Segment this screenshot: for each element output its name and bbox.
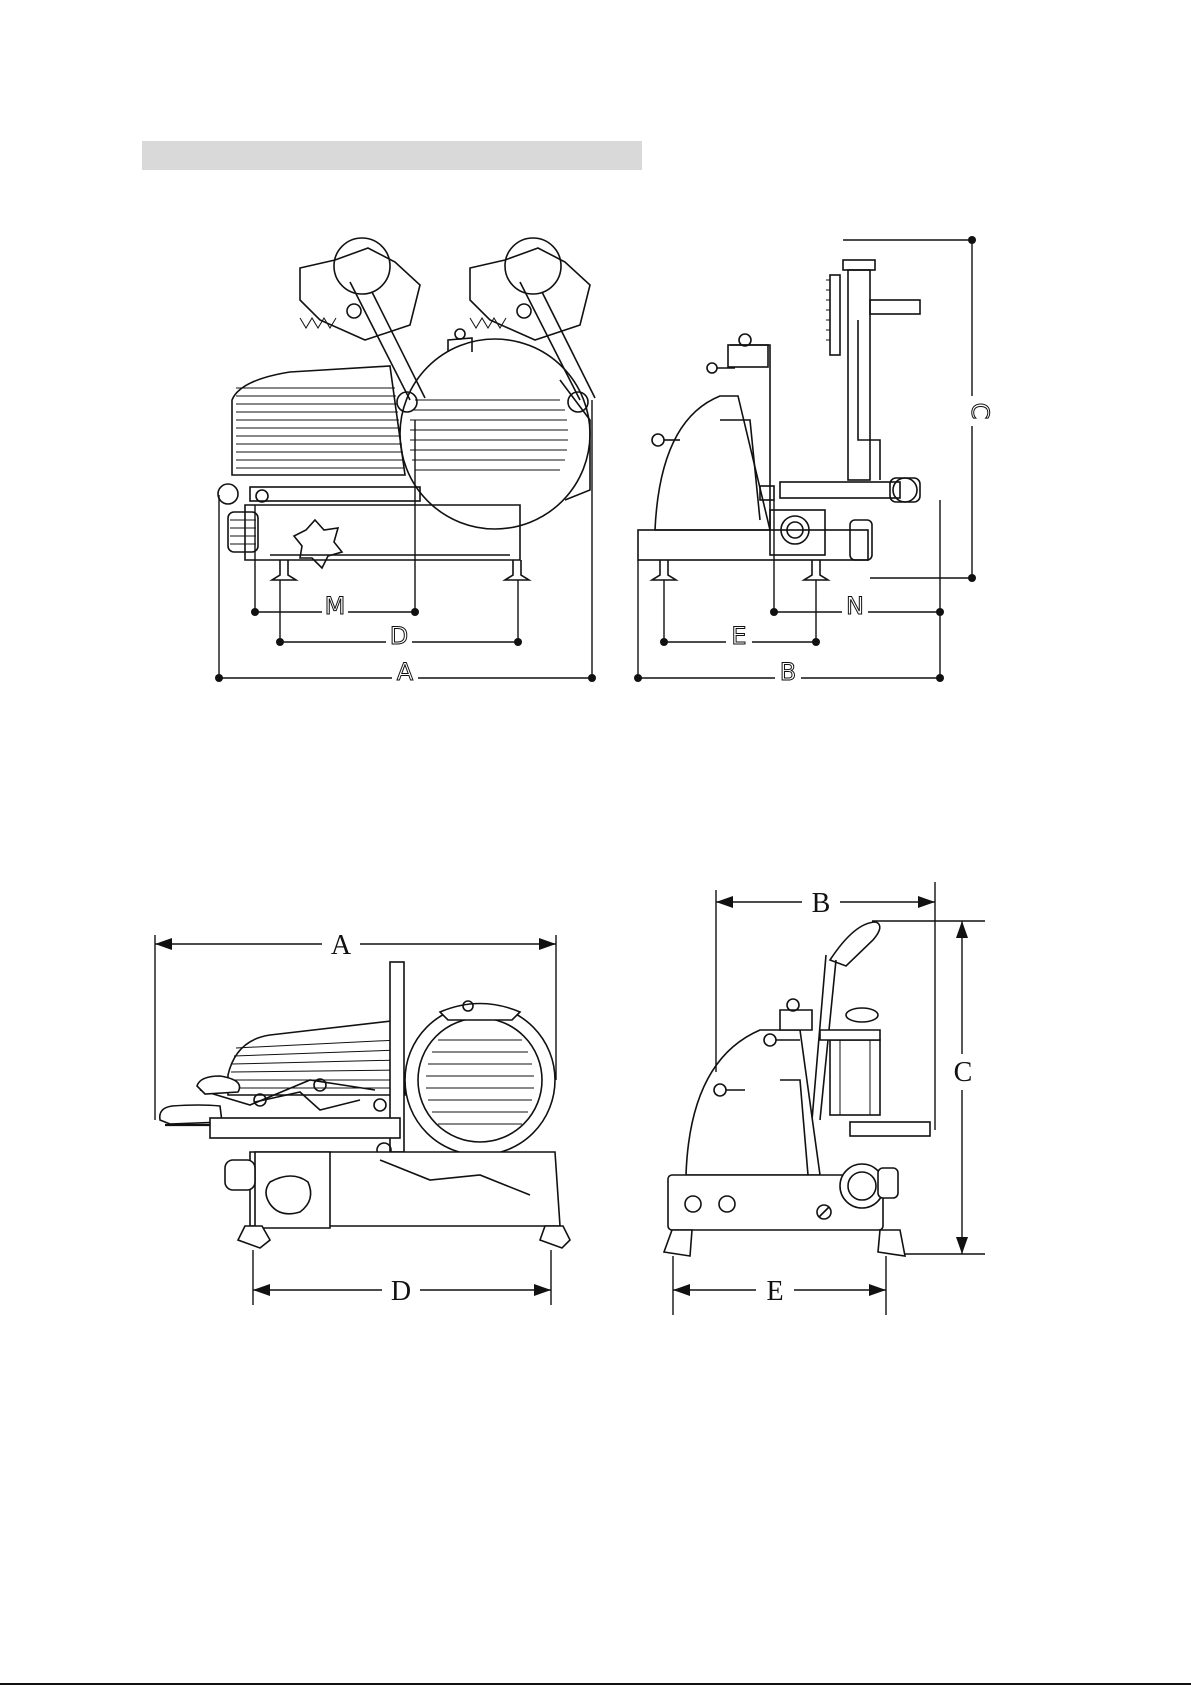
bottom-side-view-slicer <box>664 922 930 1256</box>
dimension-label-d: D <box>390 622 408 650</box>
dimension-label-c-bottom: C <box>954 1057 973 1088</box>
dimension-label-a: A <box>397 658 414 686</box>
dimension-label-e-bottom: E <box>766 1276 783 1307</box>
dimension-label-b-bottom: B <box>812 888 831 919</box>
top-front-dimensions: M D A <box>215 400 596 686</box>
dimension-label-m: M <box>325 592 346 620</box>
dimension-label-e: E <box>731 622 746 650</box>
dimension-label-a-bottom: A <box>331 930 352 961</box>
dimension-label-c: C <box>966 403 994 420</box>
dimension-label-b: B <box>780 658 796 686</box>
dimension-label-n: N <box>846 592 864 620</box>
top-side-view-slicer <box>638 260 920 580</box>
dimension-label-d-bottom: D <box>391 1276 411 1307</box>
top-front-view-slicer <box>218 238 595 580</box>
bottom-front-view-slicer <box>160 962 570 1248</box>
top-side-dimensions: C E N B <box>634 236 994 686</box>
